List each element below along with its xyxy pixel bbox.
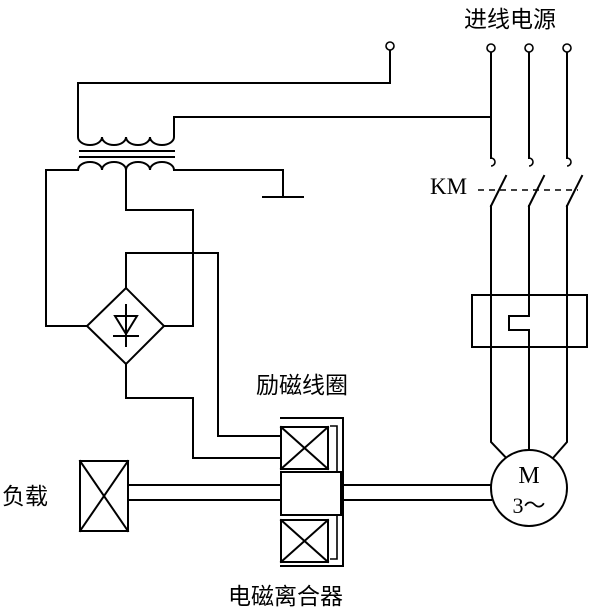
output-shaft	[341, 484, 492, 501]
supply-lines	[486, 43, 572, 159]
power-source-label: 进线电源	[464, 7, 556, 33]
electromagnetic-clutch	[279, 417, 344, 567]
input-shaft	[127, 484, 282, 501]
thermal-relay	[471, 294, 588, 348]
clutch-rotor	[280, 471, 342, 516]
diode-icon	[113, 315, 139, 336]
supply-terminal-l1	[486, 43, 496, 53]
transformer	[76, 41, 492, 211]
supply-terminal-l2	[524, 43, 534, 53]
excitation-coil-label: 励磁线圈	[256, 373, 348, 399]
clutch-label: 电磁离合器	[228, 584, 343, 610]
contactor-km	[478, 157, 584, 208]
rectifier-bridge	[85, 286, 166, 366]
supply-terminal-l3	[562, 43, 572, 53]
load-label: 负载	[2, 484, 48, 510]
control-terminal	[385, 41, 395, 51]
contactor-label: KM	[430, 174, 467, 199]
rectifier-wiring	[45, 169, 284, 459]
motor-phase-label: 3～	[512, 493, 545, 518]
motor: M 3～	[490, 449, 568, 527]
contactor-to-relay-lines	[490, 205, 568, 296]
load-box	[78, 459, 130, 533]
relay-to-motor-lines	[490, 346, 568, 468]
motor-letter: M	[518, 463, 539, 489]
